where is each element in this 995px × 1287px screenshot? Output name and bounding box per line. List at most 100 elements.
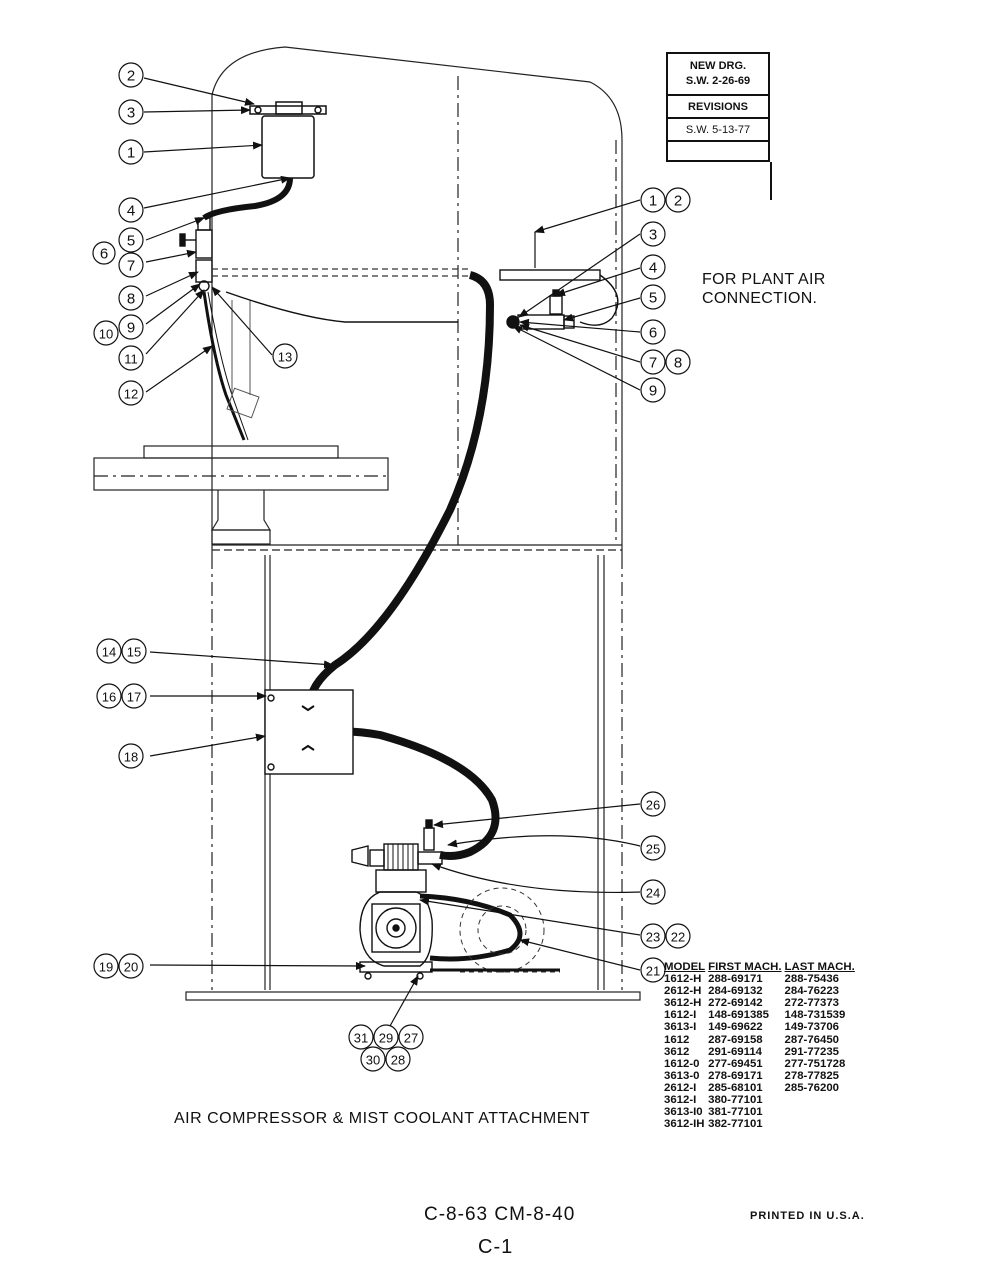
- svg-text:3: 3: [127, 105, 135, 122]
- cell-last: [785, 1118, 858, 1130]
- header-model: MODEL: [664, 961, 706, 973]
- svg-text:10: 10: [99, 327, 113, 342]
- cell-first: 284-69132: [708, 985, 763, 998]
- cell-model: 3612-H: [664, 997, 702, 1010]
- coolant-reservoir: [249, 101, 327, 179]
- cell-model: 1612-I: [664, 1009, 697, 1022]
- cell-last: 287-76450: [784, 1033, 840, 1046]
- cell-first: 149-69622: [708, 1021, 763, 1034]
- svg-text:21: 21: [646, 964, 660, 979]
- cell-first: 277-69451: [708, 1057, 763, 1070]
- air-hose-compressor: [307, 727, 500, 860]
- cell-model: 2612-I: [664, 1081, 697, 1094]
- cell-model: 2612-H: [664, 985, 702, 998]
- callout-31: [348, 1024, 374, 1050]
- callout-7: [118, 252, 144, 278]
- svg-text:14: 14: [102, 645, 116, 660]
- cell-model: 1612-0: [664, 1057, 700, 1070]
- svg-text:5: 5: [127, 233, 135, 250]
- table-row: 1612 287-69158 287-76450: [664, 1034, 858, 1046]
- callout-7r: [640, 349, 666, 375]
- callout-1r: [640, 187, 666, 213]
- callout-18: [118, 743, 144, 769]
- callout-29: [373, 1024, 399, 1050]
- callout-2: [118, 62, 144, 88]
- svg-text:30: 30: [366, 1053, 380, 1068]
- cell-model: 1612-H: [664, 973, 702, 986]
- svg-text:20: 20: [124, 960, 138, 975]
- callout-24: [640, 879, 666, 905]
- svg-text:24: 24: [646, 886, 660, 901]
- cell-model: 3612-I: [664, 1094, 697, 1107]
- svg-text:28: 28: [391, 1053, 405, 1068]
- callout-25: [640, 835, 666, 861]
- header-last-mach: LAST MACH.: [784, 961, 855, 973]
- revision-block: NEW DRG. S.W. 2-26-69 REVISIONS S.W. 5-1…: [666, 52, 772, 200]
- cell-model: 3612: [664, 1045, 690, 1058]
- cell-model: 3613-0: [664, 1069, 700, 1082]
- cell-first: 272-69142: [708, 997, 763, 1010]
- svg-text:9: 9: [127, 320, 135, 337]
- callout-22: [665, 923, 691, 949]
- svg-text:4: 4: [649, 260, 657, 277]
- callout-17: [121, 683, 147, 709]
- cell-last: 149-73706: [784, 1021, 840, 1034]
- callout-14: [96, 638, 122, 664]
- callout-11: [118, 345, 144, 371]
- page-number: C-1: [478, 1236, 514, 1258]
- callout-9: [118, 314, 144, 340]
- svg-text:7: 7: [649, 355, 657, 372]
- cell-last: 291-77235: [784, 1045, 840, 1058]
- callout-9r: [640, 377, 666, 403]
- cell-first: 287-69158: [708, 1033, 763, 1046]
- revision-entry-2: [666, 140, 770, 162]
- table-row: 1612-0 277-69451 277-751728: [664, 1058, 858, 1070]
- svg-text:18: 18: [124, 750, 138, 765]
- revision-entry-1: S.W. 5-13-77: [666, 117, 770, 140]
- cell-last: 284-76223: [784, 985, 840, 998]
- table-row: 2612-H 284-69132 284-76223: [664, 985, 858, 997]
- motor: [459, 887, 560, 973]
- callout-12: [118, 380, 144, 406]
- svg-text:17: 17: [127, 690, 141, 705]
- callout-1: [118, 139, 144, 165]
- svg-text:2: 2: [127, 68, 135, 85]
- callout-15: [121, 638, 147, 664]
- model-table: MODEL FIRST MACH. LAST MACH. 1612-H 288-6…: [664, 961, 858, 1130]
- cell-last: 285-76200: [784, 1081, 840, 1094]
- svg-text:22: 22: [671, 930, 685, 945]
- coolant-tube: [202, 177, 293, 221]
- callout-10: [93, 320, 119, 346]
- saw-table: [93, 445, 389, 545]
- header-first-mach: FIRST MACH.: [708, 961, 782, 973]
- cell-first: 381-77101: [708, 1106, 763, 1119]
- svg-text:1: 1: [127, 145, 135, 162]
- svg-text:6: 6: [100, 246, 108, 263]
- callout-26: [640, 791, 666, 817]
- callout-4r: [640, 254, 666, 280]
- cell-last: 277-751728: [784, 1057, 846, 1070]
- svg-text:25: 25: [646, 842, 660, 857]
- svg-text:8: 8: [127, 291, 135, 308]
- air-hose-main: [306, 271, 495, 706]
- cell-model: 1612: [664, 1033, 690, 1046]
- revision-block-stem: [770, 162, 772, 200]
- cell-last: 272-77373: [784, 997, 840, 1010]
- cell-first: 285-68101: [708, 1081, 763, 1094]
- cell-first: 288-69171: [708, 973, 763, 986]
- callout-4: [118, 197, 144, 223]
- cell-first: 278-69171: [708, 1069, 763, 1082]
- revision-title: NEW DRG. S.W. 2-26-69: [666, 52, 770, 94]
- cell-first: 380-77101: [708, 1094, 763, 1107]
- svg-text:26: 26: [646, 798, 660, 813]
- table-row: 2612-I 285-68101 285-76200: [664, 1082, 858, 1094]
- revision-title-line1: NEW DRG.: [689, 60, 747, 72]
- table-row: 3612-H 272-69142 272-77373: [664, 997, 858, 1009]
- callout-16: [96, 683, 122, 709]
